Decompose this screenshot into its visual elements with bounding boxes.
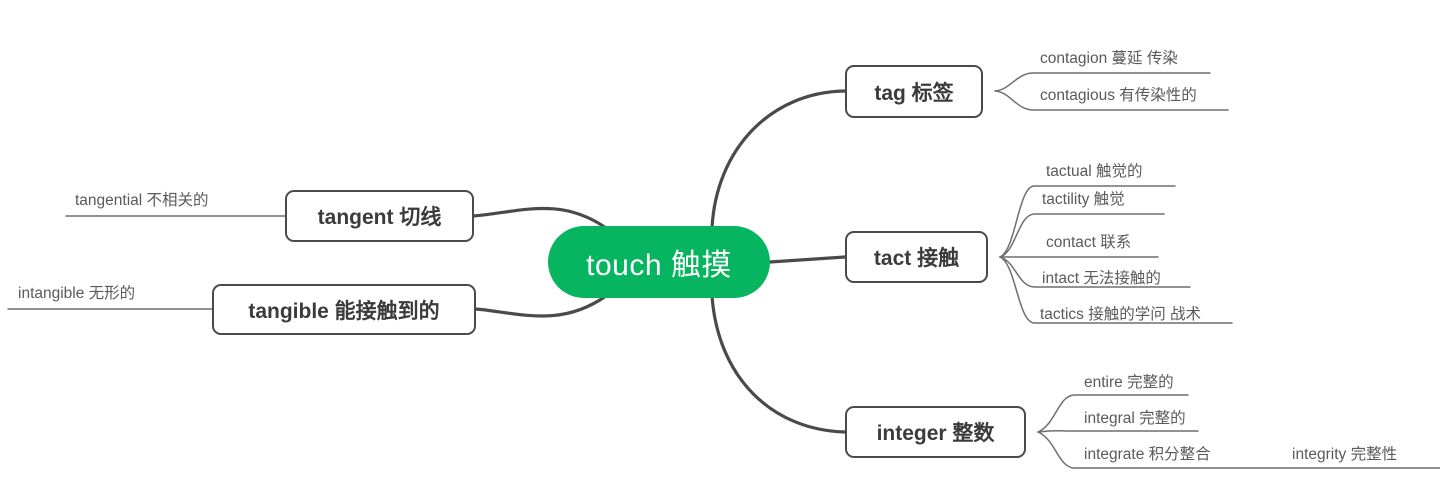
root-node-touch[interactable]: touch 触摸 [548,226,770,298]
branch-line-tag [710,89,847,230]
branch-node-tact[interactable]: tact 接触 [845,231,988,283]
branch-node-tag[interactable]: tag 标签 [845,65,983,118]
branch-node-tangent[interactable]: tangent 切线 [285,190,474,242]
branch-line-tangible [474,294,608,318]
branch-node-tangible[interactable]: tangible 能接触到的 [212,284,476,335]
leaf-label-tactility[interactable]: tactility 触觉 [1042,191,1125,208]
branch-line-integer [710,294,847,434]
branch-line-tact [768,255,847,264]
branch-node-label: integer 整数 [876,422,995,445]
leaf-label-integrity[interactable]: integrity 完整性 [1292,446,1398,463]
root-node-label: touch 触摸 [586,249,732,282]
leaf-label-intangible[interactable]: intangible 无形的 [18,285,136,302]
leaf-label-tactics[interactable]: tactics 接触的学问 战术 [1040,306,1202,323]
leaf-label-tactual[interactable]: tactual 触觉的 [1046,163,1143,180]
leaf-label-integral[interactable]: integral 完整的 [1084,410,1186,427]
branch-node-integer[interactable]: integer 整数 [845,406,1026,458]
branch-node-label: tact 接触 [873,247,960,270]
leaf-label-tangential[interactable]: tangential 不相关的 [75,192,209,209]
leaf-label-integrate[interactable]: integrate 积分整合 [1084,446,1211,463]
leaf-line-integer-1 [1037,430,1199,433]
leaf-label-intact[interactable]: intact 无法接触的 [1042,270,1161,287]
branch-node-label: tag 标签 [874,81,954,105]
leaf-label-entire[interactable]: entire 完整的 [1084,374,1174,391]
leaf-label-contact[interactable]: contact 联系 [1046,234,1132,251]
branch-node-label: tangent 切线 [317,206,442,229]
branch-node-label: tangible 能接触到的 [248,299,440,323]
leaf-label-contagious[interactable]: contagious 有传染性的 [1040,87,1197,104]
leaf-label-contagion[interactable]: contagion 蔓延 传染 [1040,50,1178,67]
